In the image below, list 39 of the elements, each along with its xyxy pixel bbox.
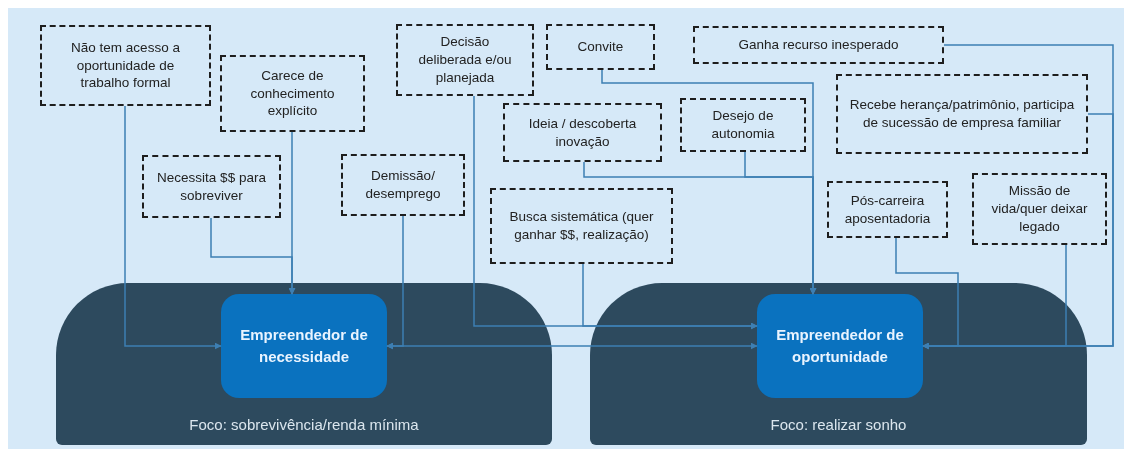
node-title: Empreendedor de necessidade [239,325,369,367]
cause-text: Ideia / descoberta inovação [527,114,638,151]
dashed-box [220,55,365,132]
dashed-box [972,173,1107,245]
category-panel [590,283,1087,445]
dashed-box [503,103,662,162]
cause-text: Desejo de autonomia [710,107,776,143]
cause-text: Carece de conhecimento explícito [249,66,336,121]
dashed-box [40,25,211,106]
entrepreneur-type-box [757,294,923,398]
node-title: Empreendedor de oportunidade [775,325,905,367]
cause-text: Busca sistemática (quer ganhar $$, realização) [508,208,655,244]
connector-arrow [582,263,758,330]
cause-text: Convite [577,38,624,56]
cause-text: Missão de vida/quer deixar legado [990,182,1089,236]
dashed-box [827,181,948,238]
cause-text: Não tem acesso a oportunidade de trabalho formal [70,38,181,93]
entrepreneur-type-box [221,294,387,398]
focus-caption: Foco: sobrevivência/renda mínima [188,416,420,433]
dashed-box [490,188,673,264]
connector-arrow [744,151,817,295]
cause-text: Necessita $$ para sobreviver [156,168,267,205]
cause-text: Decisão deliberada e/ou planejada [417,33,513,87]
dashed-box [396,24,534,96]
cause-text: Pós-carreira aposentadoria [843,191,932,228]
cause-text: Demissão/ desemprego [364,167,442,203]
dashed-box [836,74,1088,154]
dashed-box [142,155,281,218]
connector-arrow [386,342,758,350]
connector-arrow [210,217,296,295]
connector-arrow [124,105,222,350]
focus-caption: Foco: realizar sonho [769,416,908,433]
dashed-box [341,154,465,216]
dashed-box [546,24,655,70]
dashed-box [693,26,944,64]
category-panel [56,283,552,445]
dashed-box [680,98,806,152]
cause-text: Ganha recurso inesperado [738,36,899,54]
cause-text: Recebe herança/patrimônio, participa de sucessão de empresa familiar [848,96,1076,132]
